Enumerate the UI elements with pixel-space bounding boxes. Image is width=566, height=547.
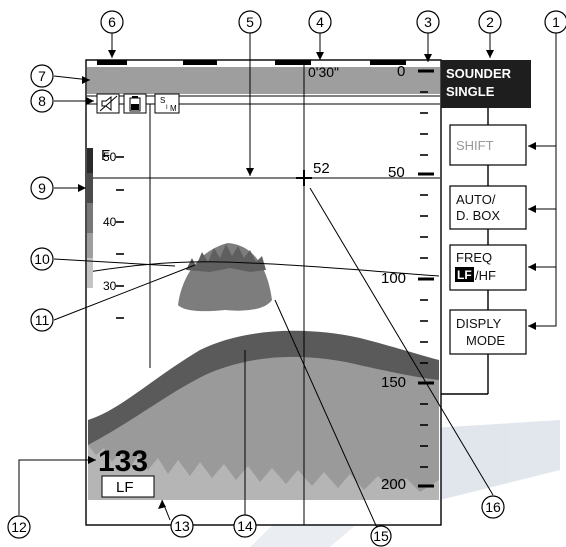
svg-text:S: S — [160, 96, 165, 105]
bottom-echo — [88, 330, 439, 500]
softkey-dbox-label: D. BOX — [456, 208, 500, 223]
softkey-disply-label: DISPLY — [456, 316, 502, 331]
temperature-scale: F 50 40 30 — [101, 147, 124, 319]
freq-lf-text: LF — [457, 268, 472, 282]
callout-16: 16 — [481, 495, 505, 519]
depth-label-50: 50 — [388, 164, 405, 181]
callout-6: 6 — [100, 10, 124, 34]
svg-text:5: 5 — [246, 14, 254, 30]
softkey-shift[interactable]: SHIFT — [449, 124, 527, 166]
bottom-depth-readout: 133 — [98, 445, 148, 478]
softkey-hf-label: /HF — [475, 268, 496, 283]
callout-2: 2 — [478, 10, 502, 34]
svg-text:15: 15 — [373, 528, 389, 544]
svg-text:8: 8 — [38, 93, 46, 109]
softkey-auto-label: AUTO/ — [456, 192, 496, 207]
svg-text:9: 9 — [38, 180, 46, 196]
svg-text:10: 10 — [34, 251, 50, 267]
callout-7: 7 — [30, 64, 54, 88]
info-band — [87, 67, 440, 94]
svg-text:3: 3 — [424, 14, 432, 30]
softkey-freq-label: FREQ — [456, 250, 492, 265]
svg-text:16: 16 — [485, 499, 501, 515]
svg-text:7: 7 — [38, 68, 46, 84]
svg-text:12: 12 — [11, 519, 27, 535]
callout-5: 5 — [238, 10, 262, 34]
battery-icon — [123, 93, 147, 114]
temperature-label-40: 40 — [103, 215, 117, 229]
softkey-shift-label: SHIFT — [456, 138, 494, 153]
callout-1: 1 — [544, 10, 566, 34]
simulation-icon: S I M — [154, 93, 180, 114]
callouts: 1 2 3 4 5 6 7 8 9 10 11 12 13 14 15 16 — [7, 10, 566, 547]
mode-header — [441, 60, 531, 108]
softkey-freq[interactable]: FREQ LF /HF — [449, 244, 527, 291]
callout-15: 15 — [370, 525, 392, 547]
temperature-label-50: 50 — [103, 150, 117, 164]
callout-4: 4 — [308, 10, 332, 34]
svg-text:1: 1 — [552, 14, 560, 30]
arrowheads — [78, 50, 536, 509]
callout-10: 10 — [30, 247, 54, 271]
mode-header-line2: SINGLE — [446, 84, 495, 99]
svg-text:I: I — [166, 105, 168, 111]
cursor-cross — [296, 170, 312, 186]
freq-lf-highlight — [455, 267, 474, 282]
fish-school-echo — [178, 243, 272, 312]
softkey-panel: SOUNDER SINGLE SHIFT AUTO/ D. BOX FREQ L… — [441, 60, 531, 395]
vrm-depth-readout: 52 — [313, 160, 330, 177]
callout-14: 14 — [233, 514, 257, 538]
callout-12: 12 — [7, 515, 31, 539]
callout-11: 11 — [30, 308, 54, 332]
depth-label-100: 100 — [381, 270, 406, 287]
timer-label: 0'30" — [308, 64, 339, 80]
frequency-indicator-label: LF — [116, 479, 134, 496]
svg-text:14: 14 — [237, 518, 253, 534]
svg-text:M: M — [170, 104, 177, 113]
status-icons: S I M — [96, 93, 180, 114]
temperature-color-bar — [87, 148, 93, 288]
frequency-indicator: LF — [101, 475, 155, 498]
callout-9: 9 — [30, 176, 54, 200]
svg-text:2: 2 — [486, 14, 494, 30]
mute-icon — [96, 93, 120, 114]
depth-label-0: 0 — [397, 63, 405, 80]
svg-text:13: 13 — [174, 518, 190, 534]
time-marks — [97, 60, 406, 65]
depth-label-200: 200 — [381, 476, 406, 493]
interference-line — [87, 261, 440, 277]
mode-header-line1: SOUNDER — [446, 66, 512, 81]
temperature-label-30: 30 — [103, 279, 117, 293]
svg-text:6: 6 — [108, 14, 116, 30]
callout-8: 8 — [30, 89, 54, 113]
callout-3: 3 — [416, 10, 440, 34]
softkey-auto-dbox[interactable]: AUTO/ D. BOX — [449, 185, 527, 230]
softkey-mode-label: MODE — [466, 333, 505, 348]
callout-13: 13 — [170, 514, 194, 538]
depth-label-150: 150 — [381, 374, 406, 391]
depth-scale: 0 50 100 150 200 — [381, 63, 434, 493]
svg-text:11: 11 — [35, 312, 50, 328]
temperature-unit: F — [101, 147, 110, 164]
svg-text:4: 4 — [316, 14, 324, 30]
softkey-display-mode[interactable]: DISPLY MODE — [449, 309, 527, 355]
